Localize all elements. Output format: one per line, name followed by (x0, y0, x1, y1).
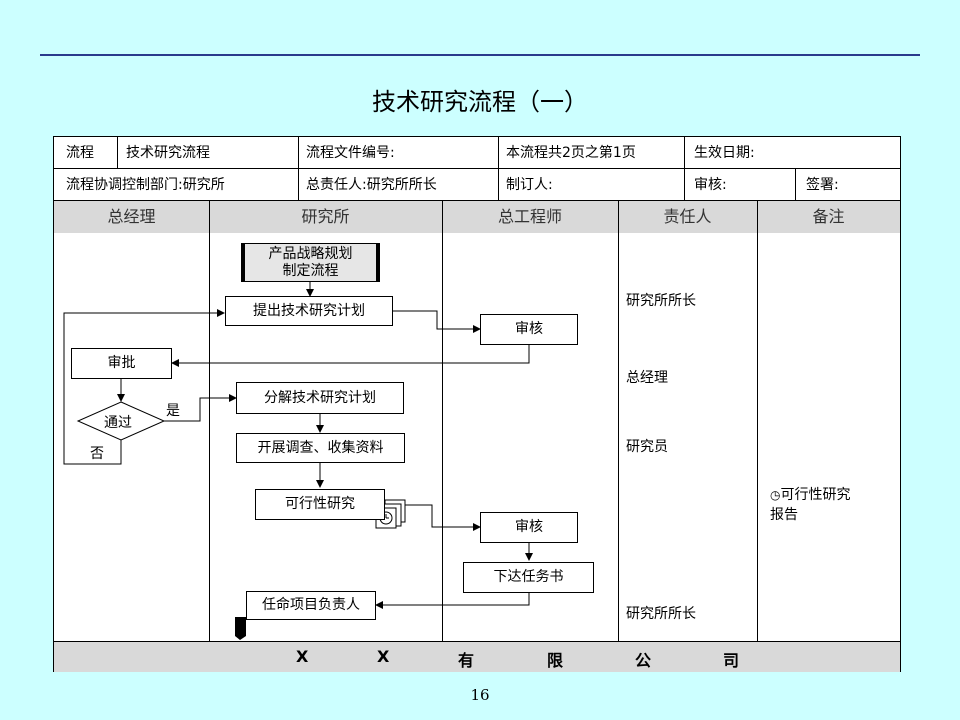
node-issue-task: 下达任务书 (463, 562, 594, 593)
maker-label: 制订人: (506, 177, 553, 193)
footer-char: X (377, 647, 390, 666)
node-decompose-plan: 分解技术研究计划 (236, 382, 404, 414)
lane-header-remarks: 备注 (757, 201, 900, 233)
node-approve: 审批 (71, 348, 172, 379)
doc-number-label: 流程文件编号: (306, 145, 395, 161)
cell-divider (498, 137, 499, 201)
responsible-3: 研究员 (626, 439, 668, 455)
decision-diamond (76, 401, 166, 441)
predefined-process-strategy: 产品战略规划 制定流程 (241, 243, 380, 282)
connector-propose-review (393, 310, 481, 333)
remark-line1: 可行性研究 (780, 487, 851, 503)
owner-label: 总责任人:研究所所长 (306, 177, 437, 193)
footer-char: 司 (723, 651, 740, 670)
strategy-line2: 制定流程 (282, 263, 339, 279)
connector-review-approve (171, 345, 530, 367)
connector-task-appoint (375, 593, 530, 609)
page-title: 技术研究流程（一） (372, 88, 588, 116)
footer-char: 有 (458, 651, 475, 670)
lane-divider (442, 201, 443, 641)
connector-fail-loop (63, 309, 225, 465)
connector-pass-decompose (164, 394, 237, 422)
header-divider (54, 168, 900, 169)
sign-label: 签署: (806, 177, 839, 193)
strategy-line1: 产品战略规划 (268, 246, 353, 262)
lane-header-institute: 研究所 (209, 201, 442, 233)
end-marker (235, 617, 246, 640)
process-name: 技术研究流程 (126, 145, 210, 161)
header-divider (54, 200, 900, 201)
node-review-2: 审核 (480, 512, 578, 543)
effective-date-label: 生效日期: (694, 145, 755, 161)
node-appoint-leader: 任命项目负责人 (246, 591, 376, 620)
cell-divider (117, 137, 118, 169)
node-survey: 开展调查、收集资料 (236, 433, 405, 463)
page-number: 16 (470, 686, 490, 704)
node-feasibility-study: 可行性研究 (255, 489, 385, 520)
cell-divider (684, 137, 685, 201)
lane-header-responsible: 责任人 (618, 201, 757, 233)
coordination-dept: 流程协调控制部门:研究所 (66, 177, 225, 193)
connector-feasibility-review (404, 504, 481, 531)
page-count: 本流程共2页之第1页 (506, 145, 636, 161)
responsible-2: 总经理 (626, 370, 668, 386)
decision-no-label: 否 (90, 446, 104, 462)
footer-char: X (296, 647, 309, 666)
node-propose-plan: 提出技术研究计划 (225, 296, 393, 326)
remark-line2: 报告 (770, 507, 798, 523)
process-label: 流程 (66, 145, 94, 161)
lane-header-chief-engineer: 总工程师 (442, 201, 618, 233)
responsible-1: 研究所所长 (626, 293, 696, 309)
node-review-1: 审核 (480, 314, 578, 345)
footer-char: 限 (547, 651, 564, 670)
lane-divider (618, 201, 619, 641)
company-footer: X X 有 限 公 司 (54, 641, 900, 672)
cell-divider (795, 169, 796, 201)
decision-pass-label: 通过 (104, 415, 132, 431)
remark-report: ◷可行性研究 报告 (770, 484, 850, 524)
top-rule (40, 54, 920, 56)
lane-divider (209, 201, 210, 641)
cell-divider (298, 137, 299, 201)
decision-yes-label: 是 (166, 403, 180, 419)
footer-char: 公 (635, 651, 652, 670)
responsible-4: 研究所所长 (626, 606, 696, 622)
clock-icon: ◷ (770, 488, 781, 502)
lane-header-gm: 总经理 (54, 201, 209, 233)
review-label: 审核: (694, 177, 727, 193)
lane-divider (757, 201, 758, 641)
